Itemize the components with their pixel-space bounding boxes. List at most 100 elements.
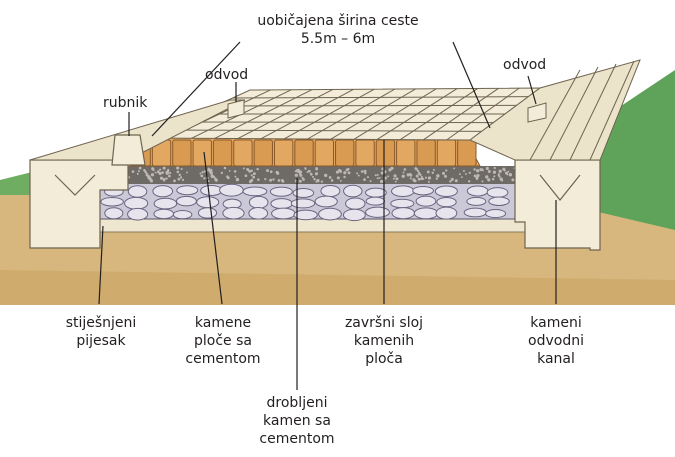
gravel-dot [199,173,201,175]
gravel-dot [387,175,389,177]
stone-slab [437,140,455,166]
gravel-dot [250,179,253,182]
gravel-dot [425,177,427,179]
gravel-dot [433,169,435,171]
cobble-stone [413,186,434,194]
gravel-dot [313,178,315,180]
cobble-stone [105,208,123,219]
cobble-stone [220,184,244,196]
gravel-dot [337,176,340,179]
gravel-dot [415,168,417,170]
cobble-stone [391,199,414,208]
gravel-dot [201,171,203,173]
gravel-dot [253,172,256,175]
cobble-stone [436,207,457,219]
gravel-dot [236,178,239,181]
gravel-dot [363,170,366,173]
gravel-dot [246,168,249,171]
gravel-dot [266,169,269,172]
gravel-dot [444,175,447,178]
gravel-dot [453,168,455,170]
gravel-dot [463,170,465,172]
stone-slab [295,140,313,166]
gravel-dot [224,167,227,170]
gravel-dot [163,167,166,170]
cobble-stone [319,208,342,220]
gravel-dot [302,178,305,181]
gravel-dot [272,178,274,180]
cobble-stone [365,188,386,197]
cobble-stone [366,197,384,205]
gravel-dot [307,171,309,173]
gravel-dot [381,172,384,175]
right-channel [515,160,600,250]
cobble-stone [198,208,216,218]
gravel-dot [229,170,231,172]
label-crushed-stone-cement: drobljeni kamen sa cementom [252,394,342,448]
gravel-dot [343,171,346,174]
gravel-dot [492,178,494,180]
cobble-stone [197,197,219,208]
gravel-dot [315,172,318,175]
gravel-dot [418,172,421,175]
gravel-dot [488,170,491,173]
gravel-dot [165,177,167,179]
stone-slab [274,140,292,166]
gravel-dot [180,176,182,178]
gravel-dot [445,169,447,171]
gravel-dot [210,175,213,178]
cobble-stone [154,209,174,218]
gravel-dot [256,168,258,170]
gravel-dot [436,174,439,177]
cobble-stone [173,211,191,219]
gravel-dot [493,171,496,174]
gravel-dot [499,170,502,173]
gravel-dot [494,167,496,169]
gravel-dot [160,177,163,180]
gravel-dot [370,180,372,182]
gravel-dot [329,176,332,179]
gravel-dot [203,177,205,179]
cobble-stone [315,196,337,207]
cobble-stone [467,186,488,196]
stone-slab [193,140,211,166]
gravel-dot [473,168,475,170]
gravel-dot [468,180,470,182]
gravel-dot [132,170,135,173]
gravel-dot [410,177,412,179]
gravel-dot [304,167,306,169]
gravel-dot [234,170,237,173]
gravel-dot [178,178,181,181]
cobble-stone [249,196,268,208]
gravel-dot [461,176,463,178]
sand-bed [100,218,530,232]
gravel-dot [476,178,478,180]
gravel-dot [321,180,323,182]
gravel-dot [215,179,218,182]
stone-slab [234,140,252,166]
cobble-stone [486,210,506,218]
gravel-dot [427,170,430,173]
gravel-dot [418,178,421,181]
cobble-stone [270,187,292,196]
cobble-stone [176,196,196,205]
gravel-dot [295,170,297,172]
gravel-dot [449,180,451,182]
gravel-dot [153,169,155,171]
stone-slab [417,140,435,166]
gravel-dot [432,172,434,174]
gravel-dot [282,180,285,183]
gravel-dot [428,176,431,179]
gravel-dot [506,174,508,176]
gravel-dot [251,170,253,172]
gravel-dot [410,174,413,177]
stone-slab [336,140,354,166]
cobble-stone [101,197,123,206]
gravel-dot [299,174,302,177]
gravel-dot [403,172,405,174]
gravel-dot [476,174,479,177]
gravel-dot [168,175,171,178]
gravel-dot [348,171,351,174]
gravel-dot [395,181,397,183]
gravel-dot [476,169,479,172]
